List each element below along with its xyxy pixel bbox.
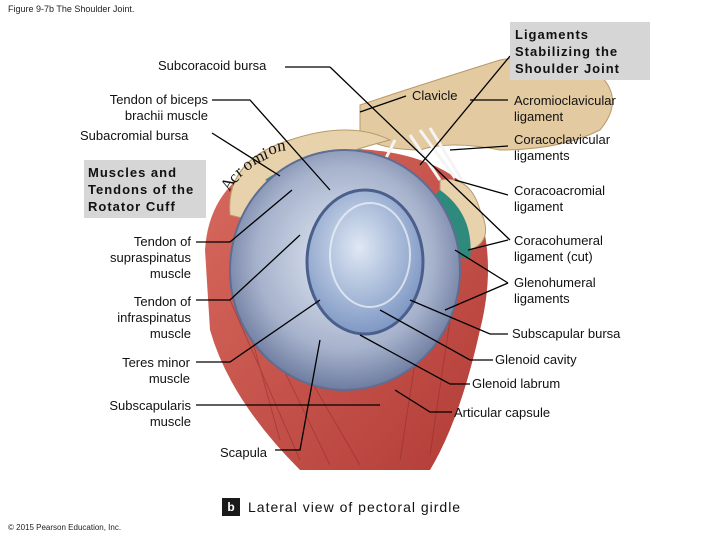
label-glenohumeral: Glenohumeral ligaments [514,275,596,307]
figure-title: Figure 9-7b The Shoulder Joint. [8,4,135,14]
label-line: brachii muscle [124,108,208,123]
label-coracohumeral: Coracohumeral ligament (cut) [514,233,603,265]
label-subscapular-bursa: Subscapular bursa [512,326,621,341]
acromion-letter: n [275,135,287,156]
label-line: supraspinatus [110,250,191,265]
copyright-notice: © 2015 Pearson Education, Inc. [8,523,122,532]
label-line: muscle [149,266,191,281]
label-supraspinatus-tendon: Tendon of supraspinatus muscle [60,234,191,282]
label-line: ligaments [514,148,570,163]
label-coracoacromial: Coracoacromial ligament [514,183,605,215]
label-line: Tendon of biceps [109,92,208,107]
label-glenoid-cavity: Glenoid cavity [495,352,577,367]
label-clavicle: Clavicle [412,88,458,103]
label-line: Coracohumeral [514,233,603,248]
label-line: Coracoacromial [514,183,606,198]
label-acromioclavicular: Acromioclavicular ligament [514,93,616,125]
rotator-title-line3: Rotator Cuff [88,199,176,214]
label-line: Glenohumeral [514,275,596,290]
ligaments-title-box: Ligaments Stabilizing the Shoulder Joint [510,22,650,80]
label-line: Tendon of [133,234,191,249]
label-teres-minor: Teres minor muscle [60,355,190,387]
label-subcoracoid-bursa: Subcoracoid bursa [158,58,267,73]
rotator-title-line1: Muscles and [88,165,178,180]
label-subacromial-bursa: Subacromial bursa [80,128,189,143]
label-line: ligament (cut) [514,249,593,264]
figure-caption: Lateral view of pectoral girdle [248,499,462,515]
ligaments-title-line2: Stabilizing the [515,44,619,59]
label-articular-capsule: Articular capsule [454,405,551,420]
label-line: muscle [148,371,190,386]
label-line: muscle [149,326,191,341]
label-coracoclavicular: Coracoclavicular ligaments [514,132,610,164]
rotator-title-line2: Tendons of the [88,182,195,197]
label-scapula: Scapula [220,445,267,460]
label-line: muscle [149,414,191,429]
label-line: Subscapularis [109,398,191,413]
glenoid-cavity-shape [305,188,425,336]
clavicle-bone [359,56,613,151]
label-line: Teres minor [122,355,190,370]
label-glenoid-labrum: Glenoid labrum [472,376,561,391]
label-infraspinatus-tendon: Tendon of infraspinatus muscle [60,294,191,342]
label-biceps-tendon: Tendon of biceps brachii muscle [60,92,208,124]
label-line: infraspinatus [117,310,191,325]
acromion-label: A c r o m i o n [216,132,286,202]
ligaments-title-line3: Shoulder Joint [515,61,620,76]
label-line: ligament [514,109,564,124]
panel-badge: b [222,498,240,516]
label-line: ligaments [514,291,570,306]
ligaments-title-line1: Ligaments [515,27,590,42]
label-line: Coracoclavicular [514,132,611,147]
label-line: Acromioclavicular [514,93,616,108]
rotator-cuff-title-box: Muscles and Tendons of the Rotator Cuff [84,160,206,218]
label-line: ligament [514,199,564,214]
label-line: Tendon of [133,294,191,309]
label-subscapularis: Subscapularis muscle [60,398,191,430]
